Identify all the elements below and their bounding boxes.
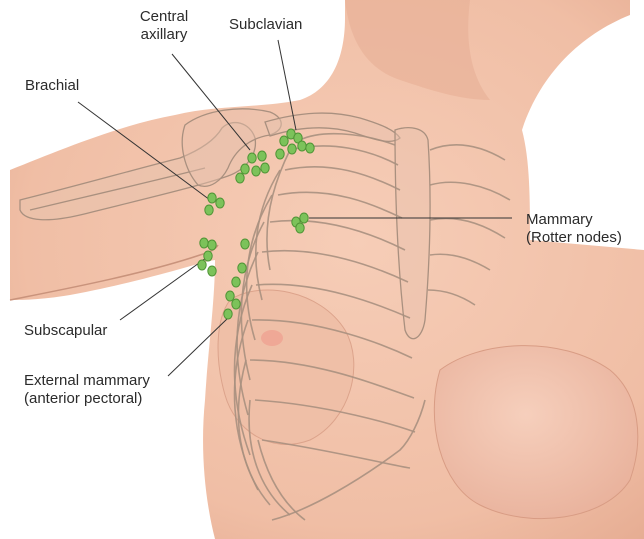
node-central-axillary (248, 153, 256, 163)
node-external-mammary (232, 277, 240, 287)
node-brachial (208, 193, 216, 203)
label-mammary: Mammary (Rotter nodes) (526, 211, 622, 247)
breast-right (434, 346, 637, 519)
node-subclavian (288, 144, 296, 154)
node-subscapular (198, 260, 206, 270)
node-subclavian (298, 141, 306, 151)
node-external-mammary (238, 263, 246, 273)
node-subclavian (306, 143, 314, 153)
label-brachial: Brachial (25, 77, 79, 95)
node-brachial (205, 205, 213, 215)
node-subclavian (280, 136, 288, 146)
label-subscapular-text: Subscapular (24, 322, 107, 340)
node-central-axillary (236, 173, 244, 183)
label-external-mammary: External mammary (anterior pectoral) (24, 372, 150, 408)
label-subclavian-text: Subclavian (229, 16, 302, 34)
node-brachial (216, 198, 224, 208)
node-subscapular (200, 238, 208, 248)
node-subscapular (208, 240, 216, 250)
areola (261, 330, 283, 346)
label-mammary-line2: (Rotter nodes) (526, 229, 622, 247)
label-central-axillary-line1: Central (122, 8, 206, 26)
node-external-mammary (226, 291, 234, 301)
label-subclavian: Subclavian (229, 16, 302, 34)
node-mammary (300, 213, 308, 223)
label-central-axillary-line2: axillary (122, 26, 206, 44)
node-external-mammary (224, 309, 232, 319)
label-brachial-text: Brachial (25, 77, 79, 95)
node-central-axillary (258, 151, 266, 161)
label-mammary-line1: Mammary (526, 211, 622, 229)
label-central-axillary: Central axillary (122, 8, 206, 44)
label-external-mammary-line2: (anterior pectoral) (24, 390, 150, 408)
node-subclavian (276, 149, 284, 159)
node-mammary (296, 223, 304, 233)
node-central-axillary (261, 163, 269, 173)
node-subscapular (208, 266, 216, 276)
node-central-axillary (252, 166, 260, 176)
label-subscapular: Subscapular (24, 322, 107, 340)
label-external-mammary-line1: External mammary (24, 372, 150, 390)
node-external-mammary (232, 299, 240, 309)
node-external-mammary (241, 239, 249, 249)
node-central-axillary (241, 164, 249, 174)
node-subscapular (204, 251, 212, 261)
